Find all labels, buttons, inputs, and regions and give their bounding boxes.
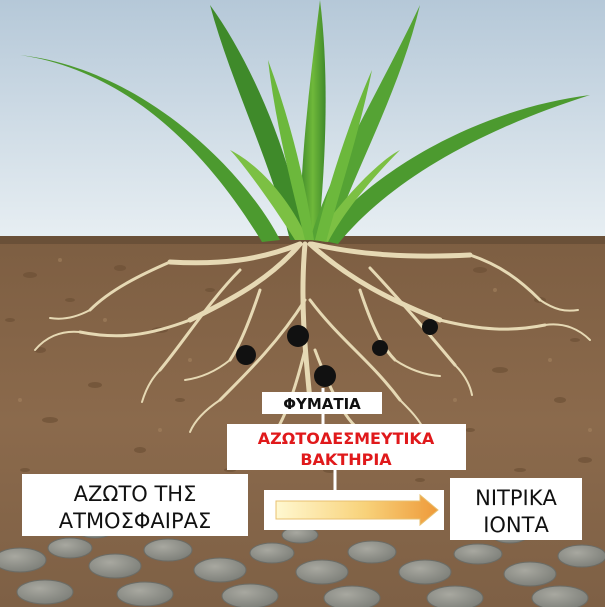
nodules-label-text: ΦΥΜΑΤΙΑ	[283, 395, 361, 413]
nodule	[236, 345, 256, 365]
nodule	[287, 325, 309, 347]
nodule	[372, 340, 388, 356]
atmospheric-label-line2: ΑΤΜΟΣΦΑΙΡΑΣ	[59, 509, 212, 533]
conversion-arrow	[264, 490, 444, 530]
atmospheric-nitrogen-label: ΑΖΩΤΟ ΤΗΣ ΑΤΜΟΣΦΑΙΡΑΣ	[22, 474, 248, 536]
bacteria-label: ΑΖΩΤΟΔΕΣΜΕΥΤΙΚΑ ΒΑΚΤΗΡΙΑ	[227, 424, 466, 470]
atmospheric-label-line1: ΑΖΩΤΟ ΤΗΣ	[74, 482, 197, 506]
nitrate-label-line2: ΙΟΝΤΑ	[483, 513, 549, 537]
nitrate-label-line1: ΝΙΤΡΙΚΑ	[475, 486, 557, 510]
nodule	[422, 319, 438, 335]
nitrate-ions-label: ΝΙΤΡΙΚΑ ΙΟΝΤΑ	[450, 478, 582, 540]
nodule	[314, 365, 336, 387]
bacteria-label-line1: ΑΖΩΤΟΔΕΣΜΕΥΤΙΚΑ	[258, 429, 435, 448]
nodules-label: ΦΥΜΑΤΙΑ	[262, 392, 382, 414]
bacteria-label-line2: ΒΑΚΤΗΡΙΑ	[300, 450, 392, 469]
